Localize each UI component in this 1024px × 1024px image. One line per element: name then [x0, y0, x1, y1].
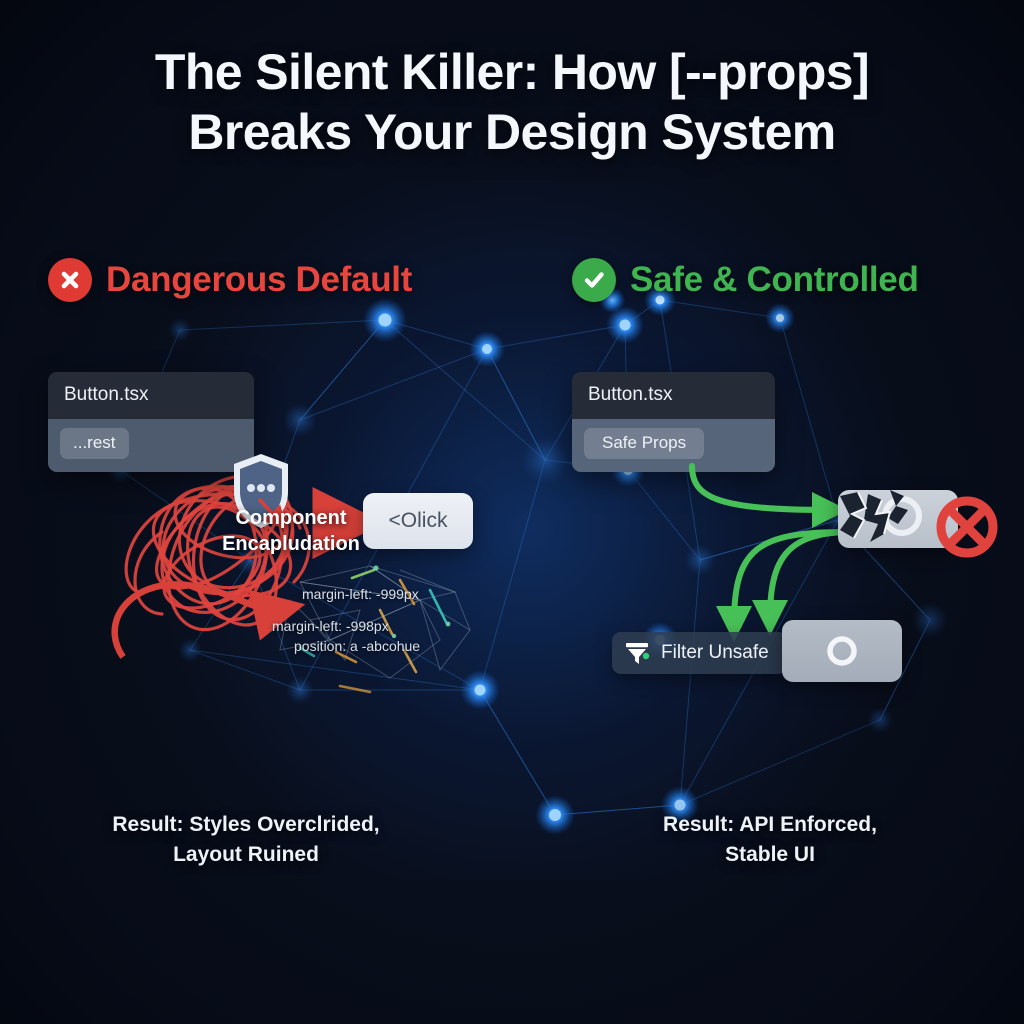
- encap-line-1: Component: [235, 507, 347, 529]
- page-title: The Silent Killer: How [--props] Breaks …: [0, 42, 1024, 162]
- component-encapsulation-label: Component Encapludation: [196, 505, 386, 557]
- left-code-card[interactable]: Button.tsx ...rest: [48, 372, 254, 472]
- red-arrows: [111, 487, 385, 659]
- stable-button[interactable]: [782, 620, 902, 682]
- right-code-card[interactable]: Button.tsx Safe Props: [572, 372, 775, 472]
- css-override-line-3: position: a -abcohue: [294, 638, 421, 654]
- right-result-caption: Result: API Enforced, Stable UI: [620, 810, 920, 870]
- click-button-label: <Olick: [388, 509, 448, 532]
- css-override-line-2: margin-left: -998px: [272, 618, 389, 634]
- encap-line-2: Encapludation: [222, 533, 360, 555]
- safe-props-chip[interactable]: Safe Props: [584, 428, 705, 459]
- left-column-title: Dangerous Default: [106, 260, 413, 299]
- chaos-scribble: [124, 474, 311, 632]
- left-card-body: ...rest: [48, 419, 254, 472]
- left-caption-line-2: Layout Ruined: [173, 843, 319, 866]
- right-card-body: Safe Props: [572, 419, 775, 472]
- filter-unsafe-label: Filter Unsafe: [661, 642, 769, 663]
- prohibited-icon: [936, 496, 998, 558]
- left-result-caption: Result: Styles Overclrided, Layout Ruine…: [60, 810, 432, 870]
- right-column-header: Safe & Controlled: [572, 258, 919, 302]
- ring-icon: [827, 636, 857, 666]
- green-arrows: [689, 463, 849, 642]
- left-column-header: Dangerous Default: [48, 258, 412, 302]
- x-circle-icon: [48, 258, 92, 302]
- title-line-1: The Silent Killer: How [--props]: [154, 44, 870, 100]
- right-column-title: Safe & Controlled: [630, 260, 919, 299]
- check-circle-icon: [572, 258, 616, 302]
- right-caption-line-1: Result: API Enforced,: [663, 813, 877, 836]
- left-card-filename: Button.tsx: [48, 372, 254, 419]
- title-line-2: Breaks Your Design System: [188, 104, 836, 160]
- filter-unsafe-button[interactable]: Filter Unsafe: [612, 632, 787, 674]
- rest-props-chip[interactable]: ...rest: [60, 428, 129, 459]
- left-caption-line-1: Result: Styles Overclrided,: [112, 813, 380, 836]
- right-caption-line-2: Stable UI: [725, 843, 815, 866]
- funnel-icon: [626, 643, 650, 664]
- right-card-filename: Button.tsx: [572, 372, 775, 419]
- css-override-line-1: margin-left: -999px: [302, 586, 419, 602]
